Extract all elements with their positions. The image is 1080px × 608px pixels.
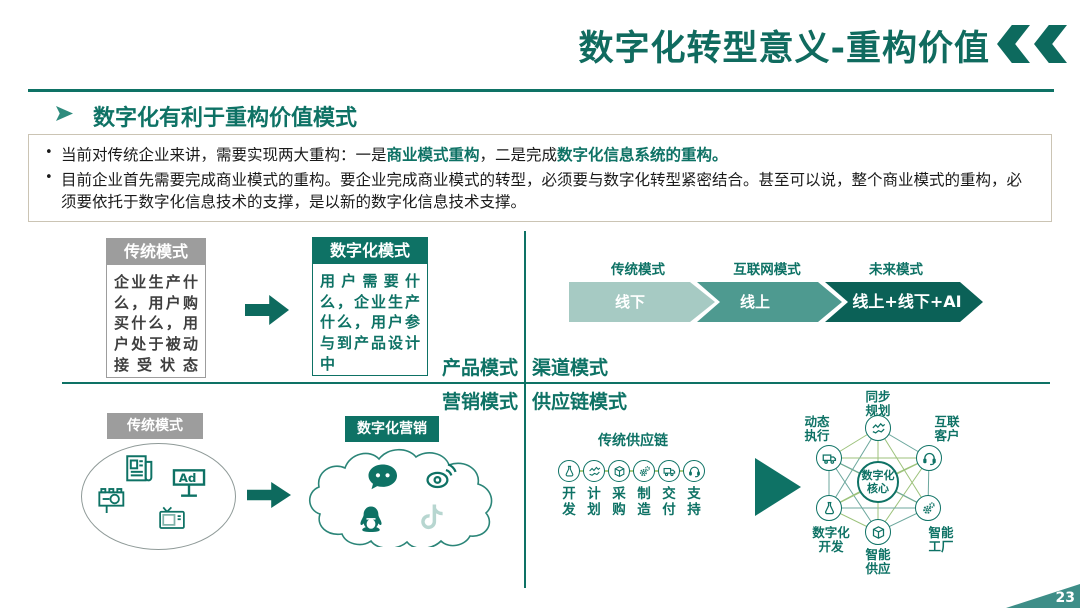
bullet-1-text2: ，二是完成 xyxy=(479,146,558,164)
money-board-icon xyxy=(98,488,125,513)
supply-step-procure: 采 购 xyxy=(608,460,630,518)
flask-icon xyxy=(558,460,580,482)
channel-stage-value-1: 线下 xyxy=(614,293,646,311)
gear-icon xyxy=(633,460,655,482)
headset-icon xyxy=(916,445,942,471)
truck-icon xyxy=(816,445,842,471)
channel-stage-label-1: 传统模式 xyxy=(611,262,665,278)
supply-step-make: 制 造 xyxy=(633,460,655,518)
header-divider xyxy=(28,89,1054,92)
supply-step-plan: 计 划 xyxy=(583,460,605,518)
traditional-marketing-ellipse xyxy=(81,443,236,550)
horizontal-divider xyxy=(62,382,1050,384)
wave-chart-icon xyxy=(583,460,605,482)
supply-step-label: 支 持 xyxy=(687,486,701,518)
bullet-1-text: 当前对传统企业来讲，需要实现两大重构：一是 xyxy=(61,146,387,164)
digital-supply-network: 同步 规划 动态 执行 互联 客户 数字化 开发 智能 工厂 智能 供应 数字化… xyxy=(795,388,1065,593)
flask-icon xyxy=(816,495,842,521)
box-icon xyxy=(608,460,630,482)
net-label-connected-customer: 互联 客户 xyxy=(934,414,960,444)
ad-text: Ad xyxy=(179,471,197,485)
digital-model-title: 数字化模式 xyxy=(312,237,428,264)
qq-icon xyxy=(360,506,382,533)
supply-chain-steps: 开 发 计 划 采 购 制 造 交 付 xyxy=(558,460,705,518)
chevron-online xyxy=(697,282,842,322)
page-title: 数字化转型意义-重构价值 xyxy=(578,29,990,69)
double-chevron-icon xyxy=(997,25,1030,63)
arrow-marker-icon xyxy=(56,106,73,121)
ad-billboard-icon: Ad xyxy=(172,469,206,497)
bullet-1-em2: 数字化信息系统的重构。 xyxy=(557,146,728,164)
chevron-future xyxy=(825,282,983,322)
quadrant-label-supply: 供应链模式 xyxy=(532,391,628,413)
cloud-icon xyxy=(308,448,493,547)
supply-step-deliver: 交 付 xyxy=(658,460,680,518)
newspaper-icon xyxy=(126,455,153,482)
page-number: 23 xyxy=(1055,590,1075,606)
right-arrow-icon xyxy=(247,482,291,508)
traditional-model-title: 传统模式 xyxy=(106,238,206,265)
gear-icon xyxy=(915,495,941,521)
channel-stage-label-2: 互联网模式 xyxy=(733,262,801,278)
traditional-model-card: 传统模式 企业生产什么，用户购买什么，用户处于被动接受状态 xyxy=(106,238,206,378)
digital-model-card: 数字化模式 用户需要什么，企业生产什么，用户参与到产品设计中 xyxy=(312,237,428,376)
traditional-model-body: 企业生产什么，用户购买什么，用户处于被动接受状态 xyxy=(106,265,206,378)
network-mesh-lines xyxy=(828,427,930,533)
net-label-dynamic-execution: 动态 执行 xyxy=(804,414,830,444)
bullet-1: 当前对传统企业来讲，需要实现两大重构：一是商业模式重构，二是完成数字化信息系统的… xyxy=(43,144,1037,166)
supply-step-label: 采 购 xyxy=(612,486,626,518)
traditional-supply-chain-title: 传统供应链 xyxy=(598,433,668,449)
supply-step-label: 制 造 xyxy=(637,486,651,518)
channel-stage-value-2: 线上 xyxy=(739,293,771,311)
headset-icon xyxy=(683,460,705,482)
network-center-node: 数字化 核心 xyxy=(857,461,899,503)
supply-step-support: 支 持 xyxy=(683,460,705,518)
channel-chevron-arrows xyxy=(569,282,983,322)
net-label-smart-factory: 智能 工厂 xyxy=(928,525,954,555)
wave-chart-icon xyxy=(865,415,891,441)
net-label-smart-supply: 智能 供应 xyxy=(865,547,891,577)
truck-icon xyxy=(658,460,680,482)
net-label-digital-development: 数字化 开发 xyxy=(812,525,850,555)
supply-step-label: 计 划 xyxy=(587,486,601,518)
tiktok-icon xyxy=(421,504,443,529)
wechat-icon xyxy=(368,464,397,490)
channel-stage-label-3: 未来模式 xyxy=(869,262,923,278)
net-label-sync-planning: 同步 规划 xyxy=(865,389,891,419)
section-heading: 数字化有利于重构价值模式 xyxy=(93,106,358,131)
supply-step-develop: 开 发 xyxy=(558,460,580,518)
channel-stage-value-3: 线上+线下+AI xyxy=(852,292,962,311)
bullet-2: 目前企业首先需要完成商业模式的重构。要企业完成商业模式的转型，必须要与数字化转型… xyxy=(43,169,1037,213)
vertical-divider xyxy=(524,231,526,588)
bullet-1-em1: 商业模式重构 xyxy=(386,146,480,164)
quadrant-label-channel: 渠道模式 xyxy=(532,357,609,379)
tv-icon xyxy=(159,506,185,529)
digital-model-body: 用户需要什么，企业生产什么，用户参与到产品设计中 xyxy=(312,264,428,376)
double-chevron-icon xyxy=(1034,25,1067,63)
weibo-icon xyxy=(426,463,457,489)
marketing-digital-title: 数字化营销 xyxy=(345,416,439,442)
quadrant-label-product: 产品模式 xyxy=(441,357,518,379)
box-icon xyxy=(865,519,891,545)
marketing-traditional-title: 传统模式 xyxy=(107,413,203,439)
supply-chain-connector xyxy=(560,470,700,472)
supply-step-label: 交 付 xyxy=(662,486,676,518)
chevron-offline xyxy=(569,282,715,322)
quadrant-label-marketing: 营销模式 xyxy=(441,391,518,413)
supply-step-label: 开 发 xyxy=(562,486,576,518)
right-arrow-icon xyxy=(245,295,289,325)
intro-box: 当前对传统企业来讲，需要实现两大重构：一是商业模式重构，二是完成数字化信息系统的… xyxy=(28,134,1052,222)
